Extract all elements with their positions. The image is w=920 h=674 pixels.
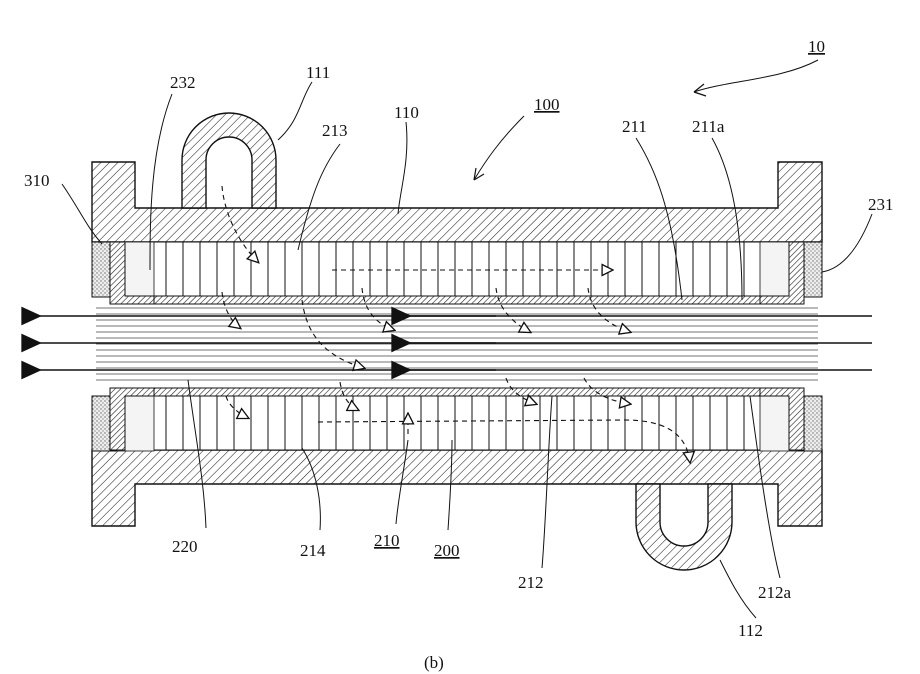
label-231: 231 xyxy=(868,195,894,214)
label-10: 10 xyxy=(808,37,825,56)
outlet-pipe-112 xyxy=(636,484,732,570)
inlet-pipe-111 xyxy=(182,113,276,208)
figure-caption: (b) xyxy=(424,653,444,672)
label-214: 214 xyxy=(300,541,326,560)
label-112: 112 xyxy=(738,621,763,640)
label-232: 232 xyxy=(170,73,196,92)
label-211a: 211a xyxy=(692,117,725,136)
label-310: 310 xyxy=(24,171,50,190)
label-111: 111 xyxy=(306,63,330,82)
label-110: 110 xyxy=(394,103,419,122)
label-211: 211 xyxy=(622,117,647,136)
label-210: 210 xyxy=(374,531,400,550)
label-220: 220 xyxy=(172,537,198,556)
label-213: 213 xyxy=(322,121,348,140)
label-200: 200 xyxy=(434,541,460,560)
label-212a: 212a xyxy=(758,583,792,602)
reference-labels: 10 100 110 111 232 213 211 211a 310 231 … xyxy=(24,37,894,672)
inner-tube-walls xyxy=(154,296,760,396)
label-100: 100 xyxy=(534,95,560,114)
leader-lines xyxy=(62,60,872,618)
label-212: 212 xyxy=(518,573,544,592)
